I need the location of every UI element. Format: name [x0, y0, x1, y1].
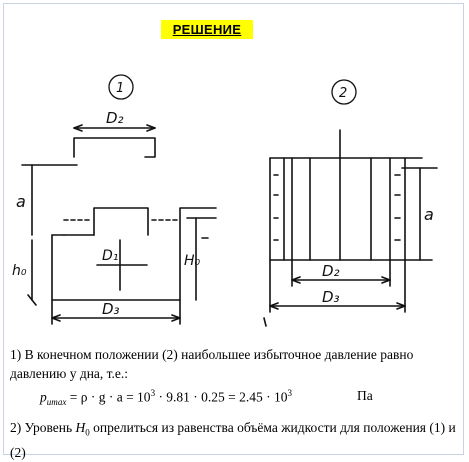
pressure-formula: pитах = ρ · g · a = 103 · 9.81 · 0.25 = … [40, 388, 293, 408]
label-a-right: a [424, 205, 434, 224]
label-d2-right: D₂ [322, 262, 340, 280]
vessel-position-1 [21, 74, 217, 325]
label-d3-right: D₃ [322, 288, 340, 306]
label-d1: D₁ [102, 248, 118, 264]
label-h0: h₀ [12, 263, 27, 279]
pressure-unit: Па [357, 388, 373, 403]
label-a: a [16, 192, 26, 211]
vessel-position-2 [263, 79, 438, 327]
label-d3-left: D₃ [102, 300, 120, 318]
paragraph-2: 2) Уровень H0 опрелиться из равенства об… [10, 420, 456, 460]
label-d2-left: D₂ [106, 109, 124, 127]
label-pos2: 2 [339, 86, 347, 101]
label-H0: H₀ [184, 253, 201, 269]
hand-drawn-figure: 1 2 D₂ D₁ D₃ a h₀ H₀ D₂ D₃ a [12, 74, 438, 327]
solution-heading: РЕШЕНИЕ [161, 20, 253, 39]
paragraph-1: 1) В конечном положении (2) наибольшее и… [10, 347, 414, 381]
label-pos1: 1 [116, 81, 124, 96]
page-border [3, 3, 464, 455]
